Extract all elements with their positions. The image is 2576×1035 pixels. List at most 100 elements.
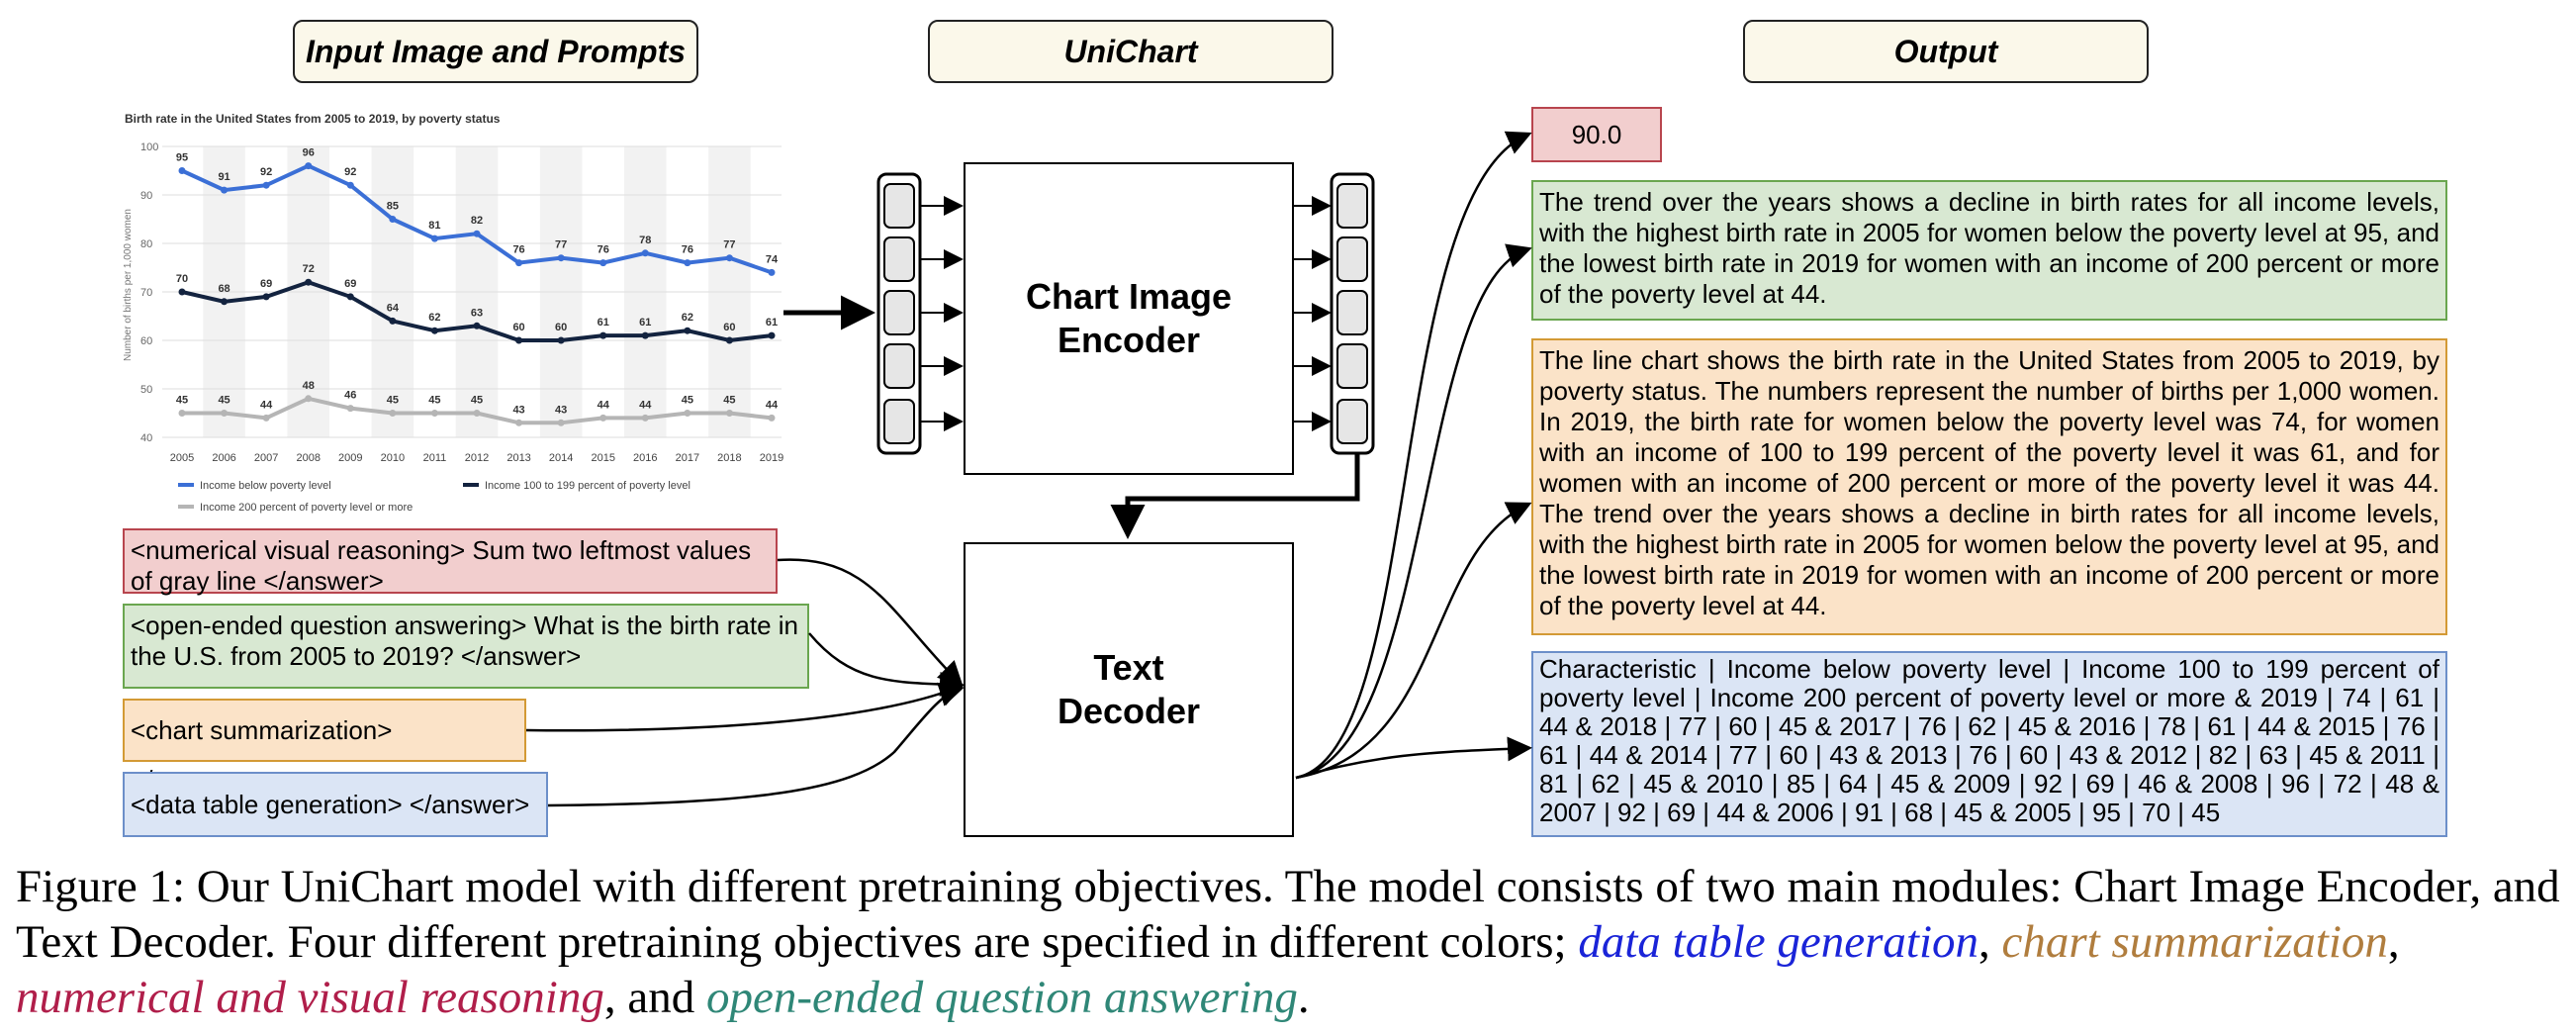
chart-point	[557, 254, 565, 262]
output-numerical: 90.0	[1531, 107, 1662, 162]
chart-data-label: 45	[723, 395, 735, 407]
chart-point	[305, 395, 313, 403]
chart-xtick-label: 2013	[506, 452, 530, 464]
chart-data-label: 81	[428, 220, 440, 232]
chart-point	[178, 288, 186, 296]
chart-point	[430, 410, 438, 417]
chart-data-label: 77	[723, 239, 735, 251]
chart-data-label: 69	[344, 278, 356, 290]
chart-data-label: 77	[555, 239, 567, 251]
chart-point	[768, 331, 776, 339]
chart-data-label: 45	[176, 395, 188, 407]
prompt-openended: <open-ended question answering> What is …	[123, 604, 809, 689]
chart-data-label: 91	[218, 171, 230, 183]
chart-point	[178, 410, 186, 417]
prompt-summarization: <chart summarization> </answer>	[123, 699, 526, 795]
chart-xtick-label: 2006	[212, 452, 235, 464]
chart-xtick-label: 2015	[591, 452, 614, 464]
chart-point	[557, 336, 565, 344]
chart-data-label: 43	[555, 404, 567, 416]
chart-data-label: 62	[428, 312, 440, 324]
input-token-column	[876, 172, 922, 455]
decoder-line1: Text	[1093, 647, 1164, 688]
chart-point	[178, 167, 186, 174]
chart-data-label: 76	[512, 244, 524, 256]
encoder-line2: Encoder	[1057, 320, 1201, 360]
chart-point	[725, 336, 733, 344]
input-tokens	[883, 183, 915, 444]
chart-data-label: 76	[682, 244, 693, 256]
chart-point	[725, 410, 733, 417]
chart-point	[221, 410, 229, 417]
prompt-datatable: <data table generation> </answer>	[123, 772, 548, 837]
chart-data-label: 63	[471, 307, 483, 319]
caption-cs: chart summarization	[2001, 916, 2388, 968]
chart-point	[473, 410, 481, 417]
chart-xtick-label: 2011	[423, 452, 447, 464]
chart-xtick-label: 2014	[549, 452, 573, 464]
chart-point	[389, 317, 397, 325]
chart-data-label: 96	[303, 147, 315, 159]
chart-xtick-label: 2010	[381, 452, 405, 464]
chart-data-label: 44	[260, 399, 273, 411]
output-summarization: The line chart shows the birth rate in t…	[1531, 338, 2447, 635]
chart-point	[430, 235, 438, 242]
chart-ytick-label: 90	[140, 190, 152, 202]
chart-point	[221, 298, 229, 306]
chart-data-label: 43	[512, 404, 524, 416]
encoder-to-token-arrows	[1294, 196, 1332, 431]
chart-point	[346, 293, 354, 301]
chart-xtick-label: 2019	[760, 452, 783, 464]
caption-sep1: ,	[1978, 916, 2002, 968]
chart-data-label: 44	[766, 399, 779, 411]
chart-ytick-label: 40	[140, 432, 152, 444]
chart-point	[684, 327, 691, 334]
chart-point	[430, 327, 438, 334]
chart-data-label: 92	[344, 166, 356, 178]
chart-data-label: 61	[639, 317, 651, 329]
header-output: Output	[1743, 20, 2149, 83]
chart-data-label: 44	[598, 399, 610, 411]
chart-xtick-label: 2005	[170, 452, 194, 464]
chart-data-label: 45	[387, 395, 399, 407]
chart-point	[346, 181, 354, 189]
chart-data-label: 60	[723, 322, 735, 333]
header-unichart: UniChart	[928, 20, 1334, 83]
chart-data-label: 62	[682, 312, 693, 324]
chart-point	[262, 293, 270, 301]
chart-point	[599, 414, 607, 422]
chart-data-label: 44	[639, 399, 652, 411]
caption-end: .	[1297, 972, 1310, 1023]
chart-xtick-label: 2017	[676, 452, 699, 464]
chart-data-label: 95	[176, 152, 188, 164]
chart-xtick-label: 2016	[633, 452, 657, 464]
chart-point	[346, 405, 354, 413]
chart-point	[641, 414, 649, 422]
chart-point	[768, 414, 776, 422]
caption-dtg: data table generation	[1578, 916, 1979, 968]
chart-data-label: 78	[639, 235, 651, 246]
chart-data-label: 92	[260, 166, 272, 178]
chart-data-label: 60	[555, 322, 567, 333]
chart-legend-label: Income 100 to 199 percent of poverty lev…	[485, 480, 690, 492]
chart-title: Birth rate in the United States from 200…	[125, 112, 501, 126]
decoder-to-output-arrows	[1295, 131, 1532, 780]
chart-data-label: 61	[766, 317, 778, 329]
chart-point	[389, 216, 397, 223]
chart-data-label: 69	[260, 278, 272, 290]
chart-ytick-label: 70	[140, 287, 152, 299]
chart-xtick-label: 2008	[296, 452, 320, 464]
chart-point	[305, 162, 313, 170]
chart-data-label: 45	[682, 395, 693, 407]
chart-xtick-label: 2009	[338, 452, 362, 464]
encoder-line1: Chart Image	[1025, 276, 1233, 317]
chart-point	[515, 419, 523, 426]
chart-data-label: 70	[176, 273, 188, 285]
chart-data-label: 45	[471, 395, 483, 407]
chart-point	[684, 410, 691, 417]
chart-point	[473, 230, 481, 237]
input-chart: Birth rate in the United States from 200…	[123, 112, 783, 514]
chart-ytick-label: 100	[140, 141, 158, 153]
chart-xtick-label: 2018	[717, 452, 741, 464]
caption-nvr: numerical and visual reasoning	[16, 972, 604, 1023]
